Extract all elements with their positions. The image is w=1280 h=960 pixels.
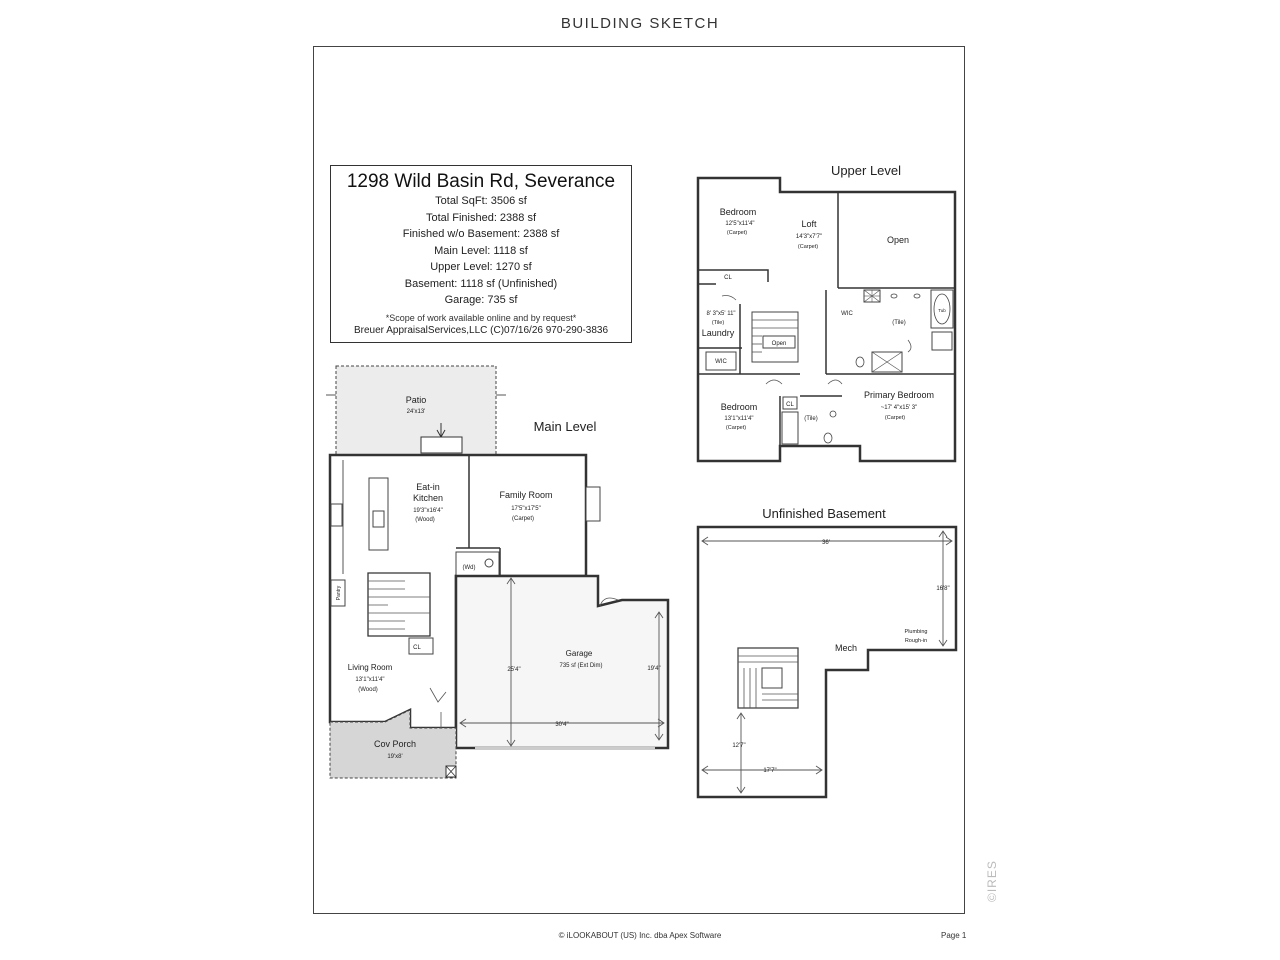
- porch-dim: 19'x8': [387, 754, 402, 760]
- kitchen-floor: (Wood): [415, 517, 435, 523]
- info-credit: Breuer AppraisalServices,LLC (C)07/16/26…: [353, 324, 609, 336]
- basement-walls: [696, 525, 958, 799]
- upper-wic-2-label: WIC: [841, 311, 853, 317]
- living-room-floor: (Wood): [358, 687, 378, 693]
- laundry-floor: (Tile): [712, 320, 724, 326]
- family-room-floor: (Carpet): [512, 516, 534, 522]
- hall-bath-floor: (Tile): [804, 416, 817, 422]
- basement-right-dim: 16'8": [936, 586, 949, 592]
- porch-name: Cov Porch: [374, 739, 416, 749]
- family-room-name: Family Room: [499, 490, 552, 500]
- main-level: Main Level Patio 24'x13' Eat-in Kitchen …: [326, 365, 670, 779]
- primary-bedroom-dim: ~17' 4"x15' 3": [881, 405, 917, 411]
- info-upper-level: Upper Level: 1270 sf: [430, 261, 532, 273]
- family-room-dim: 17'5"x17'5": [511, 506, 541, 512]
- open-to-below-label: Open: [887, 235, 909, 245]
- upper-level-label: Upper Level: [831, 163, 901, 178]
- upper-bedroom-1-name: Bedroom: [720, 207, 757, 217]
- info-note: *Scope of work available online and by r…: [385, 312, 577, 323]
- loft-dim: 14'3"x7'7": [796, 234, 822, 240]
- upper-closet-2-label: CL: [786, 402, 794, 408]
- upper-level: Upper Level Bedroom 12'5"x11'4" (Carpet)…: [696, 163, 957, 463]
- patio-area: [335, 365, 497, 456]
- garage-depth-dim: 25'4": [507, 667, 520, 673]
- kitchen-name-1: Eat-in: [416, 482, 440, 492]
- basement-bottom-dim: 17'7": [763, 768, 776, 774]
- upper-closet-1-label: CL: [724, 275, 732, 281]
- page-title: BUILDING SKETCH: [560, 15, 720, 32]
- basement-left-dim: 12'7": [732, 743, 745, 749]
- upper-bedroom-1-dim: 12'5"x11'4": [725, 221, 754, 227]
- footer-copyright: © iLOOKABOUT (US) Inc. dba Apex Software: [558, 931, 722, 940]
- garage-dim: 735 sf (Ext Dim): [559, 663, 602, 669]
- plumbing-label-1: Plumbing: [905, 629, 928, 635]
- kitchen-dim: 19'3"x16'4": [413, 508, 443, 514]
- loft-name: Loft: [801, 219, 817, 229]
- loft-floor: (Carpet): [798, 244, 818, 250]
- pantry-label: Pantry: [336, 585, 342, 600]
- covered-porch-area: [329, 709, 457, 779]
- patio-name: Patio: [406, 395, 427, 405]
- info-finished-wo-basement: Finished w/o Basement: 2388 sf: [402, 228, 560, 240]
- upper-wic-1-label: WIC: [715, 359, 727, 365]
- laundry-name: Laundry: [702, 328, 735, 338]
- basement-level: Unfinished Basement Mech Plumbing Rough-…: [696, 506, 958, 799]
- basement-label: Unfinished Basement: [762, 506, 886, 521]
- info-total-finished: Total Finished: 2388 sf: [425, 211, 537, 224]
- garage-side-dim: 19'4": [647, 666, 660, 672]
- living-room-name: Living Room: [348, 663, 393, 672]
- info-main-level: Main Level: 1118 sf: [434, 244, 528, 257]
- info-total-sqft: Total SqFt: 3506 sf: [435, 195, 527, 207]
- plumbing-label-2: Rough-in: [905, 638, 927, 644]
- main-closet-label: CL: [413, 645, 421, 651]
- patio-dim: 24'x13': [407, 409, 426, 415]
- primary-bedroom-name: Primary Bedroom: [864, 390, 934, 400]
- laundry-dim: 8' 3"x5' 11": [706, 311, 735, 317]
- basement-width-dim: 36': [822, 540, 830, 546]
- upper-bedroom-2-name: Bedroom: [721, 402, 758, 412]
- primary-bedroom-floor: (Carpet): [885, 415, 905, 421]
- footer-page-number: Page 1: [941, 931, 967, 940]
- living-room-dim: 13'1"x11'4": [355, 677, 384, 683]
- mech-label: Mech: [835, 643, 857, 653]
- upper-bedroom-2-floor: (Carpet): [726, 425, 746, 431]
- upper-bedroom-2-dim: 13'1"x11'4": [724, 416, 753, 422]
- main-level-label: Main Level: [534, 419, 597, 434]
- tub-label: Tub: [938, 308, 946, 313]
- upper-bedroom-1-floor: (Carpet): [727, 230, 747, 236]
- property-info-box: 1298 Wild Basin Rd, Severance Total SqFt…: [330, 165, 632, 343]
- washer-dryer-label: (Wd): [463, 565, 476, 571]
- garage-width-dim: 30'4": [555, 722, 568, 728]
- page-frame: [313, 46, 965, 914]
- garage-name: Garage: [566, 649, 593, 658]
- info-garage: Garage: 735 sf: [444, 294, 518, 306]
- primary-bath-floor: (Tile): [892, 320, 905, 326]
- info-basement: Basement: 1118 sf (Unfinished): [404, 277, 558, 290]
- ires-watermark: ©IRES: [985, 860, 999, 902]
- kitchen-name-2: Kitchen: [413, 493, 443, 503]
- stair-open-label: Open: [772, 341, 787, 347]
- property-address: 1298 Wild Basin Rd, Severance: [346, 171, 616, 192]
